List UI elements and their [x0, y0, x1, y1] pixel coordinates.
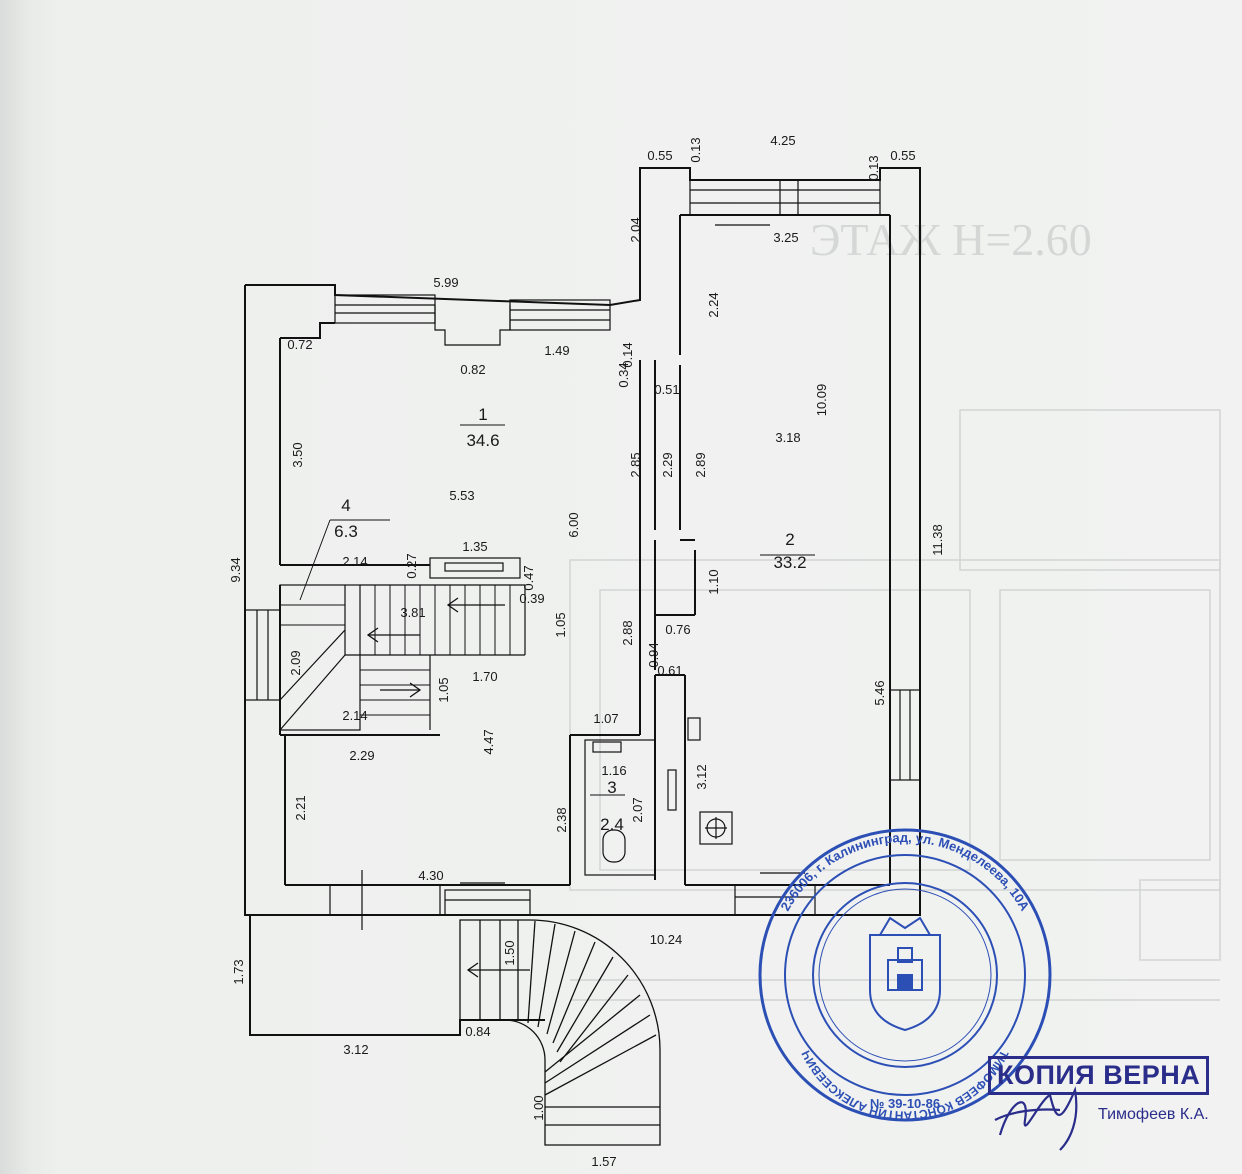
dimension-label: 0.14: [620, 342, 635, 367]
stair-arrows: [366, 597, 530, 978]
room-2-number: 2: [785, 530, 794, 549]
room-3-area: 2.4: [600, 815, 624, 834]
dimension-label: 0.39: [519, 591, 544, 606]
dimension-label: 9.34: [228, 557, 243, 582]
dimension-label: 2.04: [628, 217, 643, 242]
dimension-label: 5.53: [449, 488, 474, 503]
copy-certified-signer: Тимофеев К.А.: [1098, 1106, 1209, 1123]
dimension-label: 0.13: [688, 137, 703, 162]
dimension-label: 2.29: [349, 748, 374, 763]
dimension-label: 2.09: [288, 650, 303, 675]
dimension-label: 2.14: [342, 708, 367, 723]
dimension-label: 1.35: [462, 539, 487, 554]
dimension-label: 0.94: [646, 642, 661, 667]
dimension-labels: 4.25 0.55 0.13 0.13 0.55 2.04 3.25 2.24 5.99 0.72…: [228, 133, 945, 1169]
dimension-label: 3.25: [773, 230, 798, 245]
dimension-label: 3.18: [775, 430, 800, 445]
walls: [244, 167, 921, 1146]
dimension-label: 5.99: [433, 275, 458, 290]
ghost-drawing: ЭТАЖ Н=2.60: [569, 214, 1221, 1001]
dimension-label: 2.21: [293, 795, 308, 820]
dimension-label: 10.09: [814, 384, 829, 417]
copy-certified-stamp: КОПИЯ ВЕРНА Тимофеев К.А.: [980, 1050, 1226, 1146]
dimension-label: 11.38: [930, 524, 945, 556]
dimension-label: 1.07: [593, 711, 618, 726]
dimension-label: 1.00: [531, 1095, 546, 1120]
room-4-number: 4: [341, 496, 350, 515]
dimension-label: 5.46: [872, 680, 887, 705]
copy-certified-title: КОПИЯ ВЕРНА: [988, 1056, 1210, 1095]
dimension-label: 1.16: [601, 763, 626, 778]
dimension-label: 2.89: [693, 452, 708, 477]
dimension-label: 2.14: [342, 554, 367, 569]
dimension-label: 2.85: [628, 452, 643, 477]
dimension-label: 0.61: [657, 663, 682, 678]
room-2-area: 33.2: [773, 553, 806, 572]
dimension-label: 0.47: [521, 565, 536, 590]
dimension-label: 0.55: [647, 148, 672, 163]
dimension-label: 0.27: [404, 553, 419, 578]
dimension-label: 4.30: [418, 868, 443, 883]
dimension-label: 2.07: [630, 797, 645, 822]
dimension-label: 0.34: [616, 362, 631, 387]
windows: [244, 179, 921, 930]
dimension-label: 1.05: [553, 612, 568, 637]
dimension-label: 0.51: [654, 382, 679, 397]
stair-treads: [280, 585, 511, 716]
dimension-label: 2.38: [554, 807, 569, 832]
dimension-label: 0.84: [465, 1024, 490, 1039]
seal-address-text: 236006, г. Калининград, ул. Менделеева, …: [777, 830, 1032, 914]
dimension-lines: [299, 424, 815, 796]
dimension-label: 1.50: [502, 940, 517, 965]
floor-title: ЭТАЖ Н=2.60: [810, 214, 1092, 265]
dimension-label: 1.73: [231, 959, 246, 984]
dimension-label: 0.55: [890, 148, 915, 163]
dimension-label: 1.49: [544, 343, 569, 358]
room-4-area: 6.3: [334, 522, 358, 541]
dimension-label: 2.88: [620, 620, 635, 645]
dimension-label: 3.81: [400, 605, 425, 620]
room-1-area: 34.6: [466, 431, 499, 450]
dimension-label: 0.72: [287, 337, 312, 352]
room-labels: 1 34.6 2 33.2 3 2.4 4 6.3: [334, 405, 806, 834]
dimension-label: 2.29: [660, 452, 675, 477]
dimension-label: 1.05: [436, 677, 451, 702]
dimension-label: 4.47: [481, 729, 496, 754]
spiral-stair: [459, 919, 661, 1146]
dimension-label: 4.25: [770, 133, 795, 148]
dimension-label: 1.70: [472, 669, 497, 684]
dimension-label: 1.57: [591, 1154, 616, 1169]
dimension-label: 3.12: [343, 1042, 368, 1057]
dimension-label: 0.76: [665, 622, 690, 637]
dimension-label: 0.13: [866, 155, 881, 180]
dimension-label: 3.12: [694, 764, 709, 789]
dimension-label: 10.24: [650, 932, 683, 947]
dimension-label: 3.50: [290, 442, 305, 467]
dimension-label: 0.82: [460, 362, 485, 377]
room-1-number: 1: [478, 405, 487, 424]
handwritten-signature: [994, 1086, 1078, 1151]
dimension-label: 1.10: [706, 569, 721, 594]
seal-certificate-number: № 39-10-86: [870, 1096, 940, 1111]
dimension-label: 2.24: [706, 292, 721, 317]
room-3-number: 3: [607, 778, 616, 797]
coat-of-arms-emblem: [869, 916, 941, 1032]
dimension-label: 6.00: [566, 512, 581, 537]
